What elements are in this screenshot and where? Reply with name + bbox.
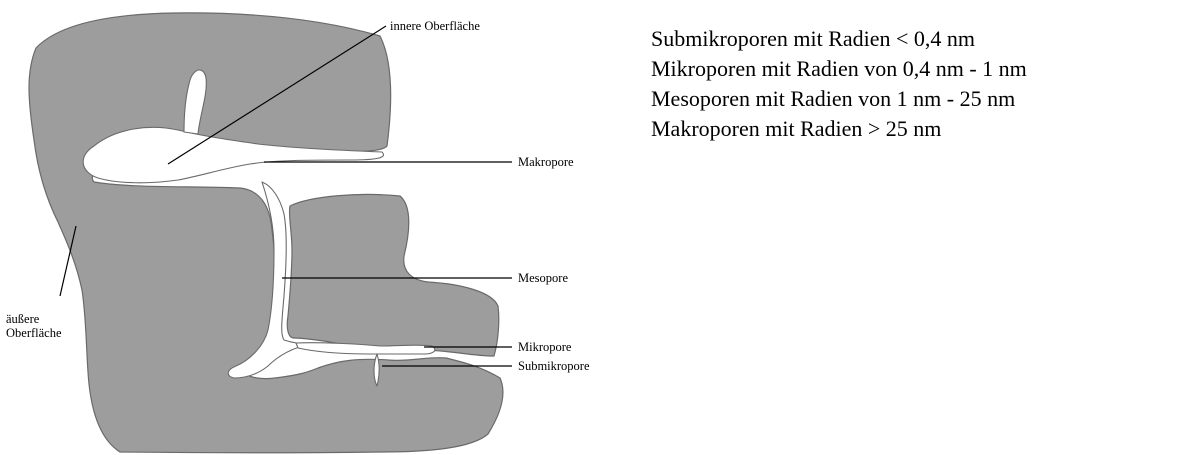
legend-item-submicropores: Submikroporen mit Radien < 0,4 nm: [651, 24, 1196, 54]
macropore-label: Makropore: [518, 155, 574, 169]
outer-surface-label-line1: äußere: [6, 312, 40, 326]
legend-item-macropores: Makroporen mit Radien > 25 nm: [651, 114, 1196, 144]
mesopore-label: Mesopore: [518, 271, 568, 285]
legend-item-micropores: Mikroporen mit Radien von 0,4 nm - 1 nm: [651, 54, 1196, 84]
legend-item-mesopores: Mesoporen mit Radien von 1 nm - 25 nm: [651, 84, 1196, 114]
submicropore-label: Submikropore: [518, 359, 590, 373]
outer-surface-label-line2: Oberfläche: [6, 326, 62, 340]
inner-surface-label: innere Oberfläche: [390, 19, 480, 33]
micropore-label: Mikropore: [518, 340, 572, 354]
inner-grain-shape: [287, 194, 499, 356]
outer-grain-shape: [29, 13, 503, 453]
pore-size-legend: Submikroporen mit Radien < 0,4 nm Mikrop…: [651, 24, 1196, 144]
